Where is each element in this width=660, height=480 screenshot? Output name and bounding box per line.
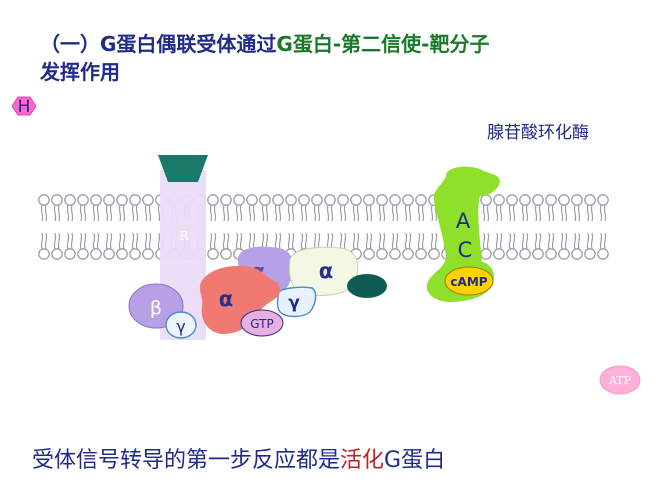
beta-label: β [150, 297, 162, 319]
phospholipid-top [402, 194, 414, 222]
phospholipid-bottom [116, 232, 128, 260]
phospholipid-top [298, 194, 310, 222]
phospholipid-top [103, 194, 115, 222]
title-part-1: （一）G蛋白偶联受体通过 [40, 32, 277, 56]
phospholipid-top [389, 194, 401, 222]
phospholipid-top [324, 194, 336, 222]
phospholipid-top [246, 194, 258, 222]
phospholipid-top [116, 194, 128, 222]
phospholipid-bottom [376, 232, 388, 260]
phospholipid-top [64, 194, 76, 222]
phospholipid-top [506, 194, 518, 222]
phospholipid-top [272, 194, 284, 222]
receptor-label: R [179, 229, 189, 243]
phospholipid-top [129, 194, 141, 222]
title-part-2: G蛋白-第二信使-靶分子 [276, 32, 490, 56]
atp-molecule: ATP [599, 365, 641, 395]
phospholipid-top [233, 194, 245, 222]
gtp-molecule: GTP [240, 309, 284, 337]
adenylyl-cyclase: A C cAMP [426, 166, 500, 302]
phospholipid-top [597, 194, 609, 222]
phospholipid-bottom [64, 232, 76, 260]
gamma-subunit-right: γ [276, 286, 317, 318]
phospholipid-bottom [415, 232, 427, 260]
g-protein-inactive: α α [237, 246, 387, 298]
phospholipid-top [142, 194, 154, 222]
phospholipid-top [350, 194, 362, 222]
phospholipid-top [519, 194, 531, 222]
ac-letter-c: C [458, 238, 473, 262]
phospholipid-top [558, 194, 570, 222]
camp-label: cAMP [450, 275, 487, 289]
alpha-light-label: α [319, 259, 333, 283]
adenylyl-cyclase-label: 腺苷酸环化酶 [487, 123, 589, 143]
atp-label: ATP [608, 374, 632, 387]
phospholipid-top [545, 194, 557, 222]
phospholipid-bottom [103, 232, 115, 260]
slide-footer: 受体信号转导的第一步反应都是活化G蛋白 [32, 442, 445, 474]
slide-title: （一）G蛋白偶联受体通过G蛋白-第二信使-靶分子发挥作用 [40, 30, 640, 86]
phospholipid-top [584, 194, 596, 222]
phospholipid-top [311, 194, 323, 222]
phospholipid-top [415, 194, 427, 222]
phospholipid-bottom [558, 232, 570, 260]
phospholipid-top [493, 194, 505, 222]
phospholipid-bottom [532, 232, 544, 260]
phospholipid-bottom [493, 232, 505, 260]
phospholipid-bottom [207, 232, 219, 260]
gamma-subunit-left: γ [165, 311, 197, 339]
phospholipid-bottom [519, 232, 531, 260]
phospholipid-top [259, 194, 271, 222]
phospholipid-top [90, 194, 102, 222]
alpha-subunit-active: α [199, 265, 281, 334]
phospholipid-bottom [389, 232, 401, 260]
phospholipid-bottom [571, 232, 583, 260]
phospholipid-top [38, 194, 50, 222]
phospholipid-bottom [597, 232, 609, 260]
hormone-icon: H [11, 96, 37, 117]
gdp-blob [347, 274, 387, 298]
gamma-left-label: γ [176, 317, 185, 336]
phospholipid-bottom [402, 232, 414, 260]
footer-part-3: G蛋白 [384, 448, 446, 473]
phospholipid-bottom [129, 232, 141, 260]
phospholipid-bottom [545, 232, 557, 260]
ac-letter-a: A [456, 209, 471, 233]
phospholipid-top [285, 194, 297, 222]
phospholipid-top [571, 194, 583, 222]
phospholipid-bottom [142, 232, 154, 260]
footer-part-2: 活化 [340, 448, 385, 473]
gtp-label: GTP [250, 317, 273, 331]
phospholipid-top [480, 194, 492, 222]
gamma-right-label: γ [288, 293, 300, 313]
phospholipid-top [77, 194, 89, 222]
phospholipid-bottom [506, 232, 518, 260]
phospholipid-bottom [480, 232, 492, 260]
phospholipid-bottom [77, 232, 89, 260]
phospholipid-bottom [363, 232, 375, 260]
phospholipid-top [207, 194, 219, 222]
phospholipid-bottom [220, 232, 232, 260]
title-part-3: 发挥作用 [40, 60, 120, 84]
alpha-main-label: α [219, 287, 233, 311]
phospholipid-top [51, 194, 63, 222]
phospholipid-top [363, 194, 375, 222]
phospholipid-top [220, 194, 232, 222]
phospholipid-top [532, 194, 544, 222]
phospholipid-bottom [90, 232, 102, 260]
phospholipid-top [376, 194, 388, 222]
phospholipid-bottom [428, 232, 440, 260]
phospholipid-bottom [584, 232, 596, 260]
hormone-label: H [18, 97, 31, 117]
phospholipid-bottom [38, 232, 50, 260]
phospholipid-top [337, 194, 349, 222]
phospholipid-bottom [51, 232, 63, 260]
footer-part-1: 受体信号转导的第一步反应都是 [32, 448, 341, 473]
